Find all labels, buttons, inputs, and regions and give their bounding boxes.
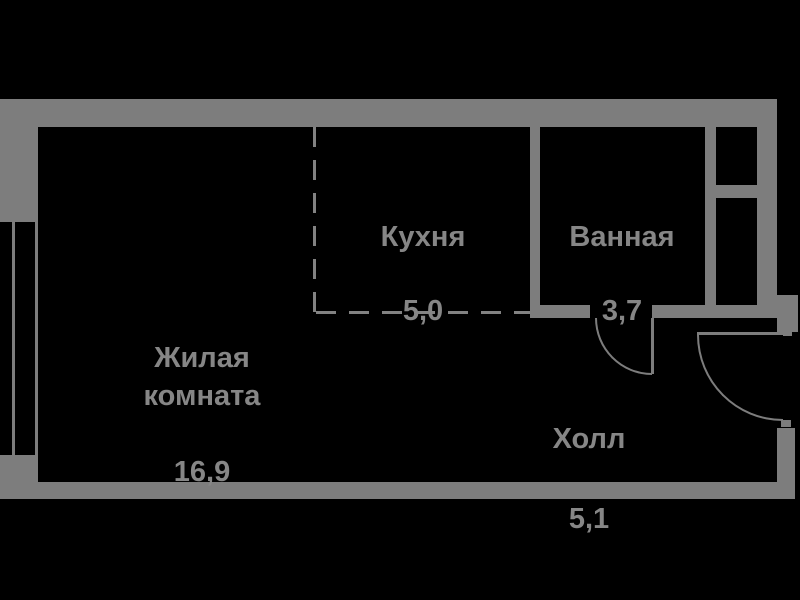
wall-bottom (0, 482, 795, 499)
window-glass-line-inner (35, 222, 38, 455)
partition-kitchen-bath (530, 127, 540, 305)
window-glass-line-outer (12, 222, 15, 455)
room-label-hall: Холл 5,1 (553, 379, 626, 579)
room-name-living: Жилая комната (143, 342, 261, 412)
room-label-kitchen: Кухня 5,0 (381, 182, 466, 367)
shaft-divider (716, 185, 757, 198)
room-area-living: 16,9 (173, 456, 231, 488)
room-area-kitchen: 5,0 (402, 295, 444, 327)
wall-left-upper (0, 127, 38, 222)
entry-hinge-plate (783, 328, 792, 336)
entry-jamb-bottom (777, 428, 795, 482)
wall-bath-right (705, 127, 716, 305)
room-name-bath: Ванная (569, 221, 675, 253)
room-name-hall: Холл (552, 423, 626, 455)
room-label-living: Жилая комната 16,9 (115, 301, 290, 529)
wall-top (0, 99, 777, 127)
bath-door-leaf (651, 318, 654, 374)
room-label-bath: Ванная 3,7 (569, 182, 674, 367)
entry-door-swing-arc (697, 335, 783, 421)
room-area-hall: 5,1 (568, 503, 610, 535)
kitchen-boundary-dashed-vertical (313, 127, 316, 313)
wall-right-upper (757, 127, 777, 305)
entry-stop-stub (781, 420, 791, 427)
entry-jamb-top (777, 295, 798, 332)
wall-bath-bottom-left (530, 305, 590, 318)
room-area-bath: 3,7 (601, 295, 643, 327)
kitchen-boundary-dashed-horizontal (316, 311, 530, 314)
entry-door-leaf (697, 332, 783, 335)
wall-left-lower (0, 455, 38, 483)
wall-bath-bottom-right (652, 305, 777, 318)
room-name-kitchen: Кухня (380, 221, 466, 253)
